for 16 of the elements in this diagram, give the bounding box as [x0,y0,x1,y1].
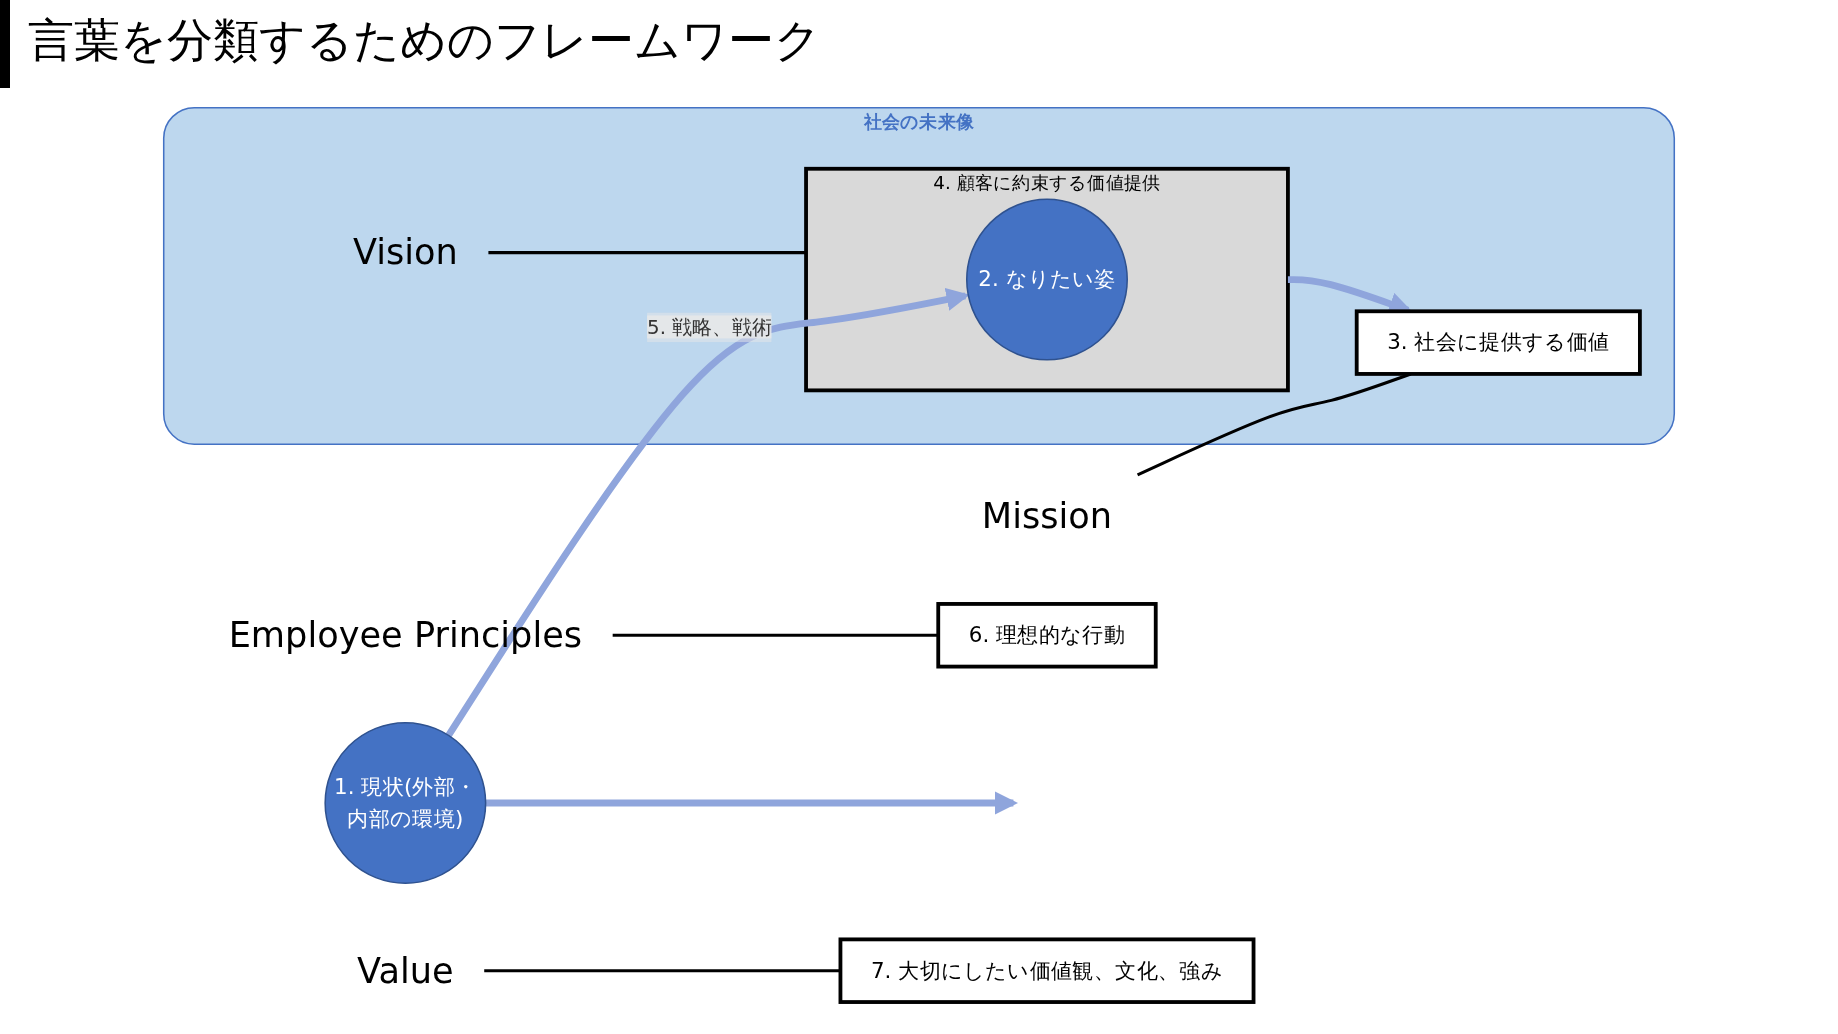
node-text: Value [357,949,454,991]
node-label: 4. 顧客に約束する価値提供 [933,171,1161,194]
edge-label: 5. 戦略、戦術 [647,315,772,339]
node-circle: 2. なりたい姿 [966,198,1128,361]
node-box: 6. 理想的な行動 [936,602,1158,669]
node-box: 7. 大切にしたい価値観、文化、強み [838,937,1256,1004]
node-circle: 1. 現状(外部・内部の環境) [324,722,487,884]
connector [488,251,807,255]
node-text: Employee Principles [228,614,583,656]
cluster [804,166,1290,393]
node-box: 3. 社会に提供する価値 [1354,309,1642,376]
node-text: Vision [352,231,458,273]
node-text: Mission [981,495,1113,537]
arrow [445,287,970,738]
arrow [485,791,1019,815]
diagram-title: 言葉を分類するためのフレームワーク [28,12,821,69]
